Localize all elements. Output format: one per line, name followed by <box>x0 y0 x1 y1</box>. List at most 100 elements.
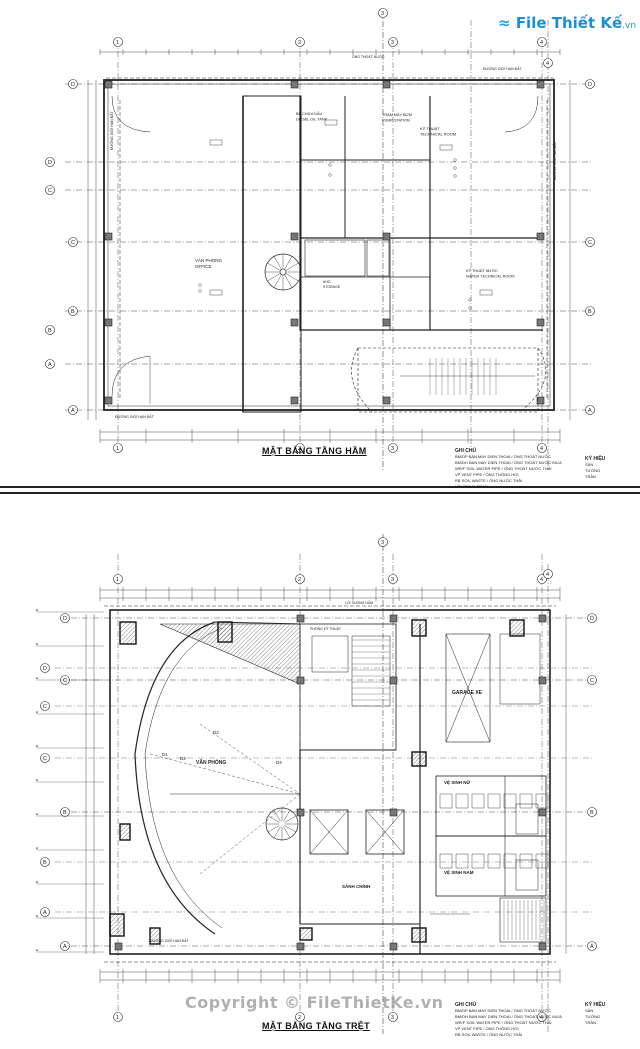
hatched-column <box>149 927 161 945</box>
entrance-stair <box>499 897 547 943</box>
axis-bubble-sub-label: D <box>48 160 52 166</box>
annotation-tag: Đ <box>36 676 39 680</box>
axis-bubble-row-right-label: B <box>588 309 592 315</box>
structural-column <box>382 80 391 89</box>
axis-bubble-row-left-circle <box>68 405 78 415</box>
structural-column <box>538 808 547 817</box>
axis-bubble-row-right-circle <box>587 613 597 623</box>
axis-bubble-col-extra-circle <box>543 569 553 579</box>
room-label-tech: PHÒNG KỸ THUẬT <box>310 626 342 631</box>
axis-bubble-col-bottom-label: 1 <box>116 1015 119 1021</box>
elevator-cross <box>309 809 349 855</box>
axis-bubble-col-top-circle <box>537 37 547 47</box>
toilet-stall <box>471 793 485 809</box>
axis-bubble-sub-label: C <box>43 704 47 710</box>
axis-bubble-sub-label: B <box>48 328 52 334</box>
structural-column <box>104 396 113 405</box>
axis-bubble-row-right-circle <box>585 79 595 89</box>
structural-column <box>104 232 113 241</box>
basement-symbols: KÝ HIỆU SÀN TƯỜNG TRẦN <box>585 456 605 480</box>
axis-bubble-row-left-circle <box>68 79 78 89</box>
axis-bubble-col-extra-label: 4 <box>546 572 549 578</box>
hatched-column <box>411 927 427 943</box>
axis-bubble-col-top-circle <box>295 37 305 47</box>
structural-column <box>104 80 113 89</box>
structural-column <box>290 396 299 405</box>
spiral-tread <box>273 826 281 838</box>
office-beam <box>149 753 301 795</box>
legend-line: RB SOIL WASTE / ỐNG NƯỚC THẢI <box>455 1032 523 1037</box>
axis-bubble-sub-label: C <box>43 756 47 762</box>
room-label-lobby: SẢNH CHÍNH <box>342 882 370 889</box>
axis-bubble-row-left-label: B <box>71 309 75 315</box>
axis-bubble-col-top-label: 3 <box>391 577 394 583</box>
legend-line: BM/DP BAN MAY DIEN THOAI / ỐNG THOÁT NƯỚ… <box>455 454 551 459</box>
axis-bubble-row-left-label: C <box>71 240 75 246</box>
spiral-tread <box>285 262 299 271</box>
axis-bubble-col-top-label: 2 <box>298 40 301 46</box>
axis-bubble-sub-circle <box>45 359 55 369</box>
axis-bubble-col-bottom-label: 3 <box>391 1015 394 1021</box>
room-label-diesel: DIESEL OIL TANK <box>296 117 328 121</box>
axis-bubble-row-left-circle <box>60 613 70 623</box>
axis-bubble-col-top-circle <box>113 574 123 584</box>
hatched-column <box>509 619 525 637</box>
restroom-female <box>435 775 547 837</box>
structural-column <box>296 808 305 817</box>
spiral-tread <box>268 825 280 833</box>
structural-column <box>538 614 547 623</box>
axis-bubble-col-top-label: 4 <box>540 40 543 46</box>
ramp-area <box>357 347 539 413</box>
axis-bubble-sub-label: A <box>43 910 47 916</box>
symbol-line: TRẦN <box>585 1020 596 1025</box>
garage-diagonal <box>445 633 491 743</box>
door-tag: D1 <box>162 752 168 757</box>
legend-line: BM/DH BAN MAY DIEN THOAI / ỐNG THOÁT NƯỚ… <box>455 1014 562 1019</box>
annotation-tag: Đ <box>36 948 39 952</box>
axis-bubble-sub-circle <box>45 185 55 195</box>
legend-line: VP VENT PIPE / ỐNG THÔNG HƠI <box>455 1026 519 1031</box>
axis-bubble-col-top-label: 4 <box>540 577 543 583</box>
axis-bubble-col-top-label: 1 <box>116 40 119 46</box>
axis-bubble-col-extra-label: 3 <box>381 11 384 17</box>
annotation-tag: Đ <box>36 744 39 748</box>
axis-bubble-row-right-circle <box>587 675 597 685</box>
structural-column <box>296 676 305 685</box>
structural-column <box>382 232 391 241</box>
legend-line: BM/DP BAN MAY DIEN THOAI / ỐNG THOÁT NƯỚ… <box>455 1008 551 1013</box>
axis-bubble-sub-label: C <box>48 188 52 194</box>
symbol-line: TRẦN <box>585 474 596 479</box>
filethietke-logo: ≈ File Thiết Kế.vn <box>498 14 636 32</box>
axis-bubble-sub-label: B <box>43 860 47 866</box>
axis-bubble-col-top-circle <box>388 37 398 47</box>
hatched-column <box>217 621 233 643</box>
spiral-tread <box>268 815 280 823</box>
axis-bubble-col-top-label: 1 <box>116 577 119 583</box>
tech-shaft <box>351 635 391 707</box>
copyright-watermark: Copyright © FileThietKe.vn <box>185 993 444 1012</box>
room-label-male-wc: VỆ SINH NAM <box>444 868 474 875</box>
corner-arc <box>111 355 151 397</box>
door-tag: D2 <box>213 730 219 735</box>
axis-bubble-col-extra-circle <box>543 58 553 68</box>
ground-outer-wall <box>109 609 551 955</box>
corner-arc <box>111 95 151 133</box>
hatched-column <box>411 751 427 767</box>
pipe-marker <box>468 306 472 310</box>
axis-bubble-row-left-label: B <box>63 810 67 816</box>
axis-bubble-col-bottom-circle <box>295 1012 305 1022</box>
structural-column <box>290 80 299 89</box>
hatched-column <box>411 619 427 637</box>
spiral-tread <box>283 826 291 838</box>
toilet-stall <box>503 793 517 809</box>
level-tag <box>209 139 223 146</box>
axis-bubble-col-bottom-circle <box>537 1012 547 1022</box>
axis-bubble-col-bottom-circle <box>295 443 305 453</box>
axis-bubble-col-extra-circle <box>378 537 388 547</box>
pipe-marker <box>453 158 457 162</box>
spiral-tread <box>285 273 299 282</box>
spiral-tread <box>273 810 281 822</box>
axis-bubble-col-bottom-circle <box>388 443 398 453</box>
